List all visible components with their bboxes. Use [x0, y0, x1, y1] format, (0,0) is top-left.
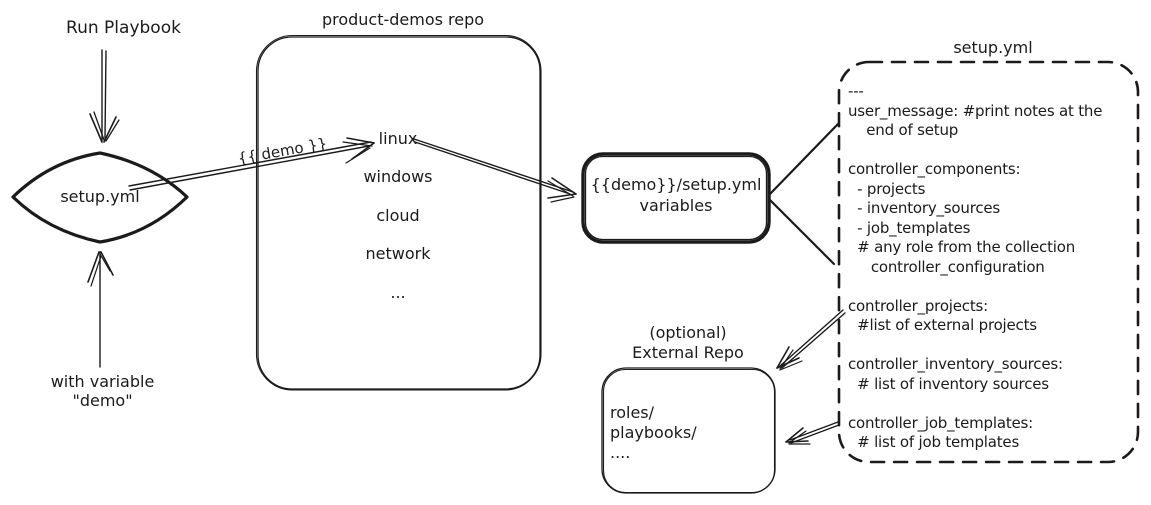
- connector-variables-lower: [767, 197, 836, 266]
- product-demos-repo-items: linux windows cloud network ...: [363, 129, 433, 302]
- product-demos-repo-box: [255, 34, 542, 391]
- setup-yml-diamond: [11, 151, 189, 244]
- run-playbook-label: Run Playbook: [66, 18, 181, 38]
- product-demos-repo-title: product-demos repo: [321, 10, 485, 29]
- arrow-demo: [128, 137, 375, 191]
- external-repo-box: [601, 367, 776, 494]
- arrow-run-playbook: [89, 49, 120, 143]
- setup-yml-file-contents: --- user_message: #print notes at the en…: [848, 82, 1103, 451]
- setup-yml-dashed-box: [837, 60, 1140, 464]
- setup-yml-diamond-label: setup.yml: [60, 187, 140, 206]
- arrow-jobtemplates-to-external: [785, 421, 840, 445]
- variables-box-label: {{demo}}/setup.yml variables: [590, 175, 762, 215]
- external-repo-label: (optional) External Repo: [632, 323, 744, 362]
- connector-variables-upper: [767, 122, 840, 197]
- external-repo-contents: roles/ playbooks/ ....: [610, 403, 697, 462]
- arrow-projects-to-external: [776, 309, 846, 371]
- with-variable-label: with variable "demo": [50, 372, 155, 410]
- setup-yml-file-title: setup.yml: [953, 38, 1033, 57]
- arrow-linux-to-variables: [413, 138, 577, 203]
- arrow-with-variable: [87, 251, 114, 368]
